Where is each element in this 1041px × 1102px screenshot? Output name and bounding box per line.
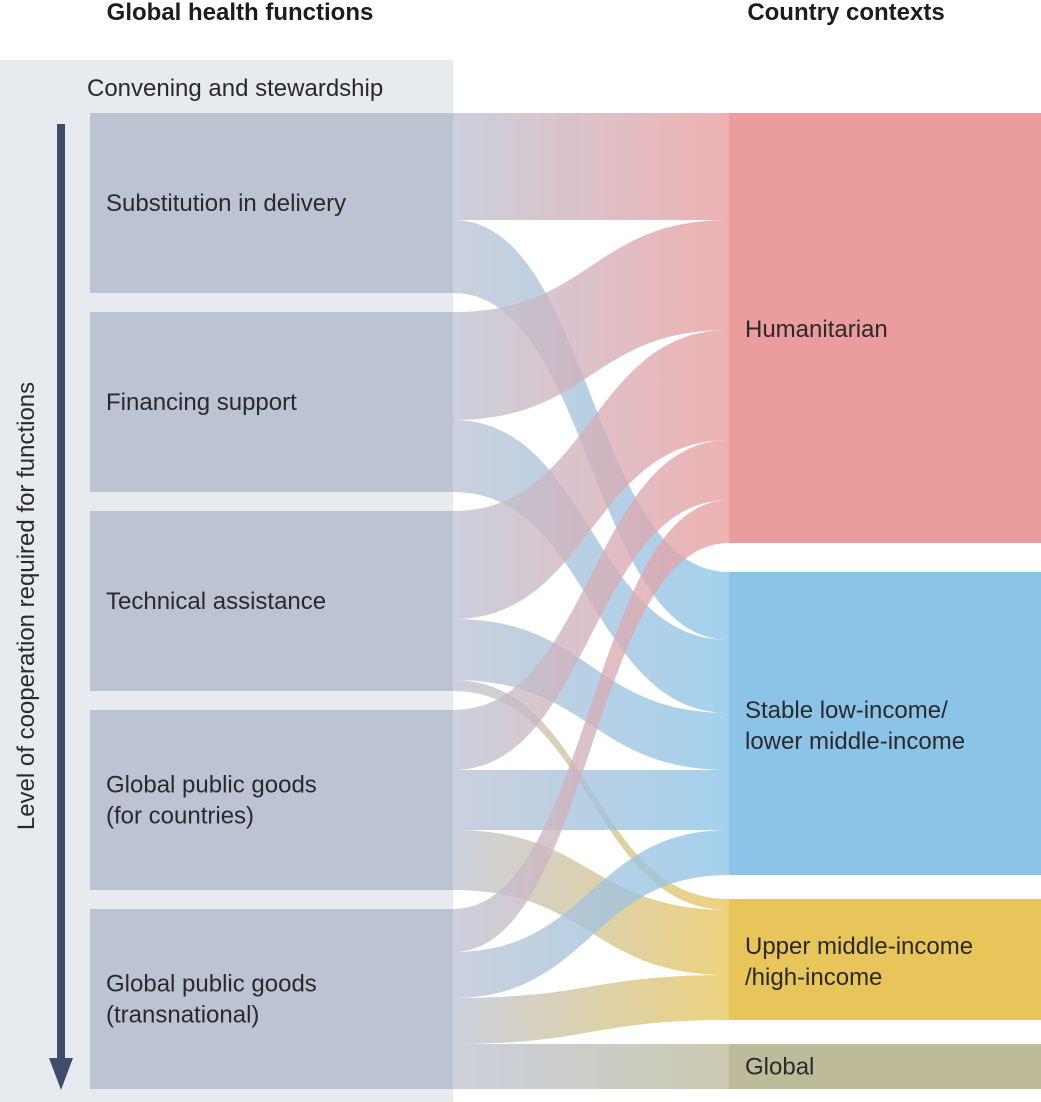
context-label-upper: Upper middle-income xyxy=(745,933,973,960)
cooperation-arrow-head xyxy=(49,1058,73,1090)
function-label-gpg-transnational: (transnational) xyxy=(106,1002,259,1029)
context-label-global: Global xyxy=(745,1054,814,1081)
contexts-header: Country contexts xyxy=(747,0,944,26)
context-label-stable: Stable low-income/ xyxy=(745,697,948,724)
flow-technical-to-humanitarian xyxy=(453,330,729,619)
function-box-substitution xyxy=(90,113,453,293)
flow-gpg-transnational-to-global xyxy=(453,1044,729,1089)
function-label-gpg-countries: Global public goods xyxy=(106,772,317,799)
flow-gpg-countries-to-stable xyxy=(453,770,729,830)
flow-technical-to-stable xyxy=(453,619,729,770)
function-label-financing: Financing support xyxy=(106,389,297,416)
context-label-upper: /high-income xyxy=(745,964,882,991)
flow-gpg-transnational-to-humanitarian xyxy=(453,500,729,952)
function-box-gpg-countries xyxy=(90,710,453,890)
flow-financing-to-humanitarian xyxy=(453,220,729,420)
flow-gpg-transnational-to-upper xyxy=(453,975,729,1044)
context-box-humanitarian xyxy=(729,113,1041,543)
functions-header: Global health functions xyxy=(107,0,374,26)
function-label-gpg-countries: (for countries) xyxy=(106,803,254,830)
function-box-gpg-transnational xyxy=(90,909,453,1089)
flow-gpg-transnational-to-stable xyxy=(453,830,729,998)
flows-layer xyxy=(453,113,729,1089)
function-box-technical xyxy=(90,511,453,691)
context-box-stable xyxy=(729,572,1041,875)
context-label-humanitarian: Humanitarian xyxy=(745,316,888,343)
flow-substitution-to-humanitarian xyxy=(453,113,729,220)
context-box-global xyxy=(729,1044,1041,1089)
context-box-upper xyxy=(729,899,1041,1020)
function-label-substitution: Substitution in delivery xyxy=(106,190,346,217)
function-label-gpg-transnational: Global public goods xyxy=(106,971,317,998)
flow-gpg-countries-to-humanitarian xyxy=(453,440,729,770)
function-box-financing xyxy=(90,312,453,492)
function-label-technical: Technical assistance xyxy=(106,588,326,615)
convening-label: Convening and stewardship xyxy=(87,75,383,102)
context-label-stable: lower middle-income xyxy=(745,728,965,755)
cooperation-axis-label: Level of cooperation required for functi… xyxy=(13,382,40,830)
